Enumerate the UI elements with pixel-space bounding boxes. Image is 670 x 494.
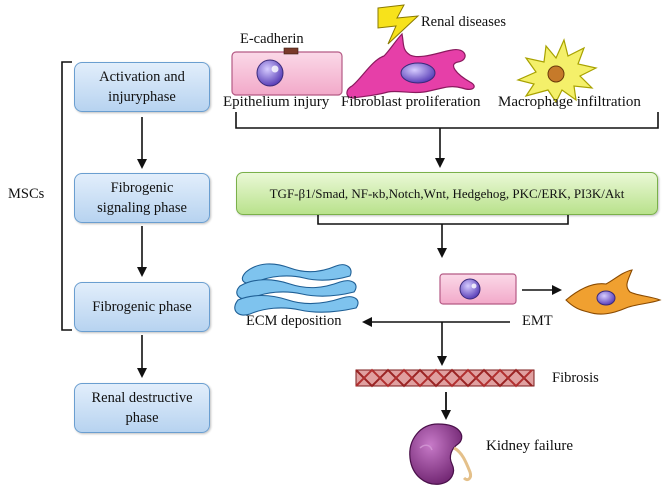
emt-epithelial-cell-icon bbox=[439, 273, 517, 305]
signaling-pathways-box[interactable]: TGF-β1/Smad, NF-κb,Notch,Wnt, Hedgehog, … bbox=[236, 172, 658, 215]
fibrosis-label: Fibrosis bbox=[552, 370, 599, 386]
signaling-pathways-text: TGF-β1/Smad, NF-κb,Notch,Wnt, Hedgehog, … bbox=[269, 185, 625, 201]
fibroblast-proliferation-label: Fibroblast proliferation bbox=[341, 94, 481, 110]
phase-label-line2: signaling phase bbox=[97, 200, 187, 216]
pathway-merge-connector bbox=[317, 212, 569, 225]
ecm-icon bbox=[234, 263, 359, 316]
epithelial-cell-icon bbox=[231, 47, 343, 96]
macrophage-infiltration-label: Macrophage infiltration bbox=[498, 94, 641, 110]
phase-box-fibrogenic-signaling[interactable]: Fibrogenic signaling phase bbox=[74, 173, 210, 223]
phase-label-line2: injuryphase bbox=[108, 89, 176, 105]
phase-label-line1: Fibrogenic phase bbox=[92, 299, 192, 315]
phase-box-renal-destructive[interactable]: Renal destructive phase bbox=[74, 383, 210, 433]
emt-label: EMT bbox=[522, 313, 553, 329]
fibroblast-icon bbox=[346, 32, 475, 99]
phase-label-line1: Renal destructive bbox=[91, 390, 193, 406]
kidney-failure-label: Kidney failure bbox=[486, 438, 574, 454]
renal-diseases-label: Renal diseases bbox=[421, 14, 506, 30]
phase-label-line1: Activation and bbox=[99, 69, 185, 85]
top-merge-connector bbox=[235, 112, 659, 129]
phase-label-line1: Fibrogenic bbox=[110, 180, 174, 196]
phase-box-activation-injury[interactable]: Activation and injuryphase bbox=[74, 62, 210, 112]
phase-label-line2: phase bbox=[125, 410, 159, 426]
msc-bracket bbox=[61, 61, 72, 331]
ecm-deposition-label: ECM deposition bbox=[246, 313, 342, 329]
fibrosis-icon bbox=[355, 368, 535, 388]
e-cadherin-label: E-cadherin bbox=[240, 31, 304, 47]
mesenchymal-cell-icon bbox=[565, 269, 662, 315]
phase-box-fibrogenic[interactable]: Fibrogenic phase bbox=[74, 282, 210, 332]
macrophage-icon bbox=[516, 38, 598, 104]
epithelium-injury-label: Epithelium injury bbox=[223, 94, 330, 110]
kidney-icon bbox=[409, 423, 472, 485]
msc-label: MSCs bbox=[8, 186, 45, 202]
lightning-icon bbox=[377, 4, 420, 45]
